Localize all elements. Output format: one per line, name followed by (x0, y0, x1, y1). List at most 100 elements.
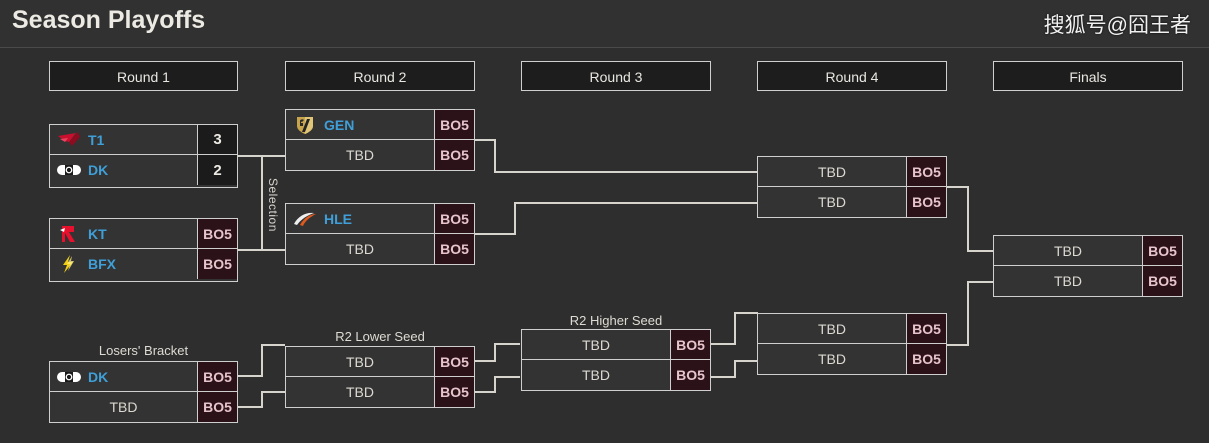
team-name: T1 (88, 131, 105, 148)
team-cell: TBD (994, 236, 1142, 265)
match-row[interactable]: HLE BO5 (286, 204, 474, 234)
team-cell: GEN (286, 110, 434, 139)
score-cell: BO5 (197, 392, 237, 422)
match-finals[interactable]: TBD BO5 TBD BO5 (993, 235, 1183, 297)
match-row[interactable]: KT BO5 (50, 219, 237, 249)
score-cell: BO5 (906, 314, 946, 343)
team-cell: TBD (758, 344, 906, 374)
match-losers-m1[interactable]: DK BO5 TBD BO5 (49, 361, 238, 423)
team-name: TBD (818, 194, 846, 210)
score-cell: BO5 (434, 140, 474, 170)
team-name: DK (88, 368, 109, 385)
round-header-3[interactable]: Round 3 (521, 61, 711, 91)
team-name: TBD (109, 399, 138, 415)
bfx-logo (56, 253, 82, 275)
match-r1-m1[interactable]: T1 3 DK 2 (49, 124, 238, 188)
team-cell: DK (50, 362, 197, 391)
score-cell: BO5 (1142, 266, 1182, 296)
team-cell: TBD (50, 392, 197, 422)
dk-logo (56, 366, 82, 388)
team-cell: TBD (286, 347, 434, 376)
kt-logo (56, 223, 82, 245)
team-name: TBD (818, 163, 846, 180)
team-cell: TBD (286, 140, 434, 170)
team-name: GEN (324, 116, 355, 133)
match-row[interactable]: TBD BO5 (522, 360, 710, 390)
score-cell: BO5 (906, 344, 946, 374)
team-name: KT (88, 225, 107, 242)
team-name: TBD (346, 147, 374, 163)
match-row[interactable]: TBD BO5 (758, 157, 946, 187)
round-header-finals[interactable]: Finals (993, 61, 1183, 91)
match-row[interactable]: TBD BO5 (994, 236, 1182, 266)
team-cell: KT (50, 219, 197, 248)
score-cell: BO5 (1142, 236, 1182, 265)
round-header-2[interactable]: Round 2 (285, 61, 475, 91)
team-cell: TBD (286, 377, 434, 407)
score-cell: BO5 (197, 219, 237, 248)
match-row[interactable]: TBD BO5 (522, 330, 710, 360)
match-row[interactable]: TBD BO5 (286, 140, 474, 170)
r2-higher-seed-label: R2 Higher Seed (569, 313, 663, 328)
page-title: Season Playoffs (12, 6, 206, 34)
score-cell: 3 (197, 125, 237, 154)
score-cell: BO5 (197, 249, 237, 279)
team-cell: DK (50, 155, 197, 185)
score-cell: BO5 (670, 330, 710, 359)
round-header-1[interactable]: Round 1 (49, 61, 238, 91)
team-name: TBD (582, 336, 610, 353)
r2-lower-seed-label: R2 Lower Seed (335, 329, 425, 344)
gen-logo (292, 114, 318, 136)
team-cell: BFX (50, 249, 197, 279)
match-row[interactable]: TBD BO5 (758, 314, 946, 344)
match-row[interactable]: TBD BO5 (758, 187, 946, 217)
team-name: TBD (1054, 273, 1082, 289)
round-header-4[interactable]: Round 4 (757, 61, 947, 91)
team-cell: TBD (758, 314, 906, 343)
match-row[interactable]: T1 3 (50, 125, 237, 155)
match-r2-higher-seed[interactable]: TBD BO5 TBD BO5 (521, 329, 711, 391)
score-cell: BO5 (906, 187, 946, 217)
team-cell: TBD (522, 360, 670, 390)
match-row[interactable]: TBD BO5 (994, 266, 1182, 296)
score-cell: BO5 (434, 110, 474, 139)
team-name: TBD (1054, 242, 1082, 259)
match-r2-lower-seed[interactable]: TBD BO5 TBD BO5 (285, 346, 475, 408)
match-row[interactable]: BFX BO5 (50, 249, 237, 279)
team-cell: TBD (522, 330, 670, 359)
dk-logo (56, 159, 82, 181)
team-name: TBD (818, 320, 846, 337)
score-cell: BO5 (670, 360, 710, 390)
watermark-text: 搜狐号@囧王者 (1043, 14, 1191, 37)
match-r2-m2[interactable]: HLE BO5 TBD BO5 (285, 203, 475, 265)
match-r1-m2[interactable]: KT BO5 BFX BO5 (49, 218, 238, 282)
match-row[interactable]: DK 2 (50, 155, 237, 185)
score-cell: BO5 (197, 362, 237, 391)
match-row[interactable]: DK BO5 (50, 362, 237, 392)
team-cell: TBD (758, 157, 906, 186)
score-cell: BO5 (434, 377, 474, 407)
team-cell: T1 (50, 125, 197, 154)
match-row[interactable]: TBD BO5 (286, 377, 474, 407)
page-header: Season Playoffs 搜狐号@囧王者 (0, 0, 1209, 48)
match-r4-lower[interactable]: TBD BO5 TBD BO5 (757, 313, 947, 375)
t1-logo (56, 129, 82, 151)
losers-bracket-label: Losers' Bracket (98, 343, 189, 358)
team-cell: TBD (758, 187, 906, 217)
score-cell: BO5 (434, 347, 474, 376)
match-row[interactable]: TBD BO5 (286, 234, 474, 264)
team-cell: TBD (994, 266, 1142, 296)
hle-logo (292, 208, 318, 230)
team-cell: HLE (286, 204, 434, 233)
score-cell: BO5 (434, 204, 474, 233)
match-row[interactable]: TBD BO5 (758, 344, 946, 374)
score-cell: 2 (197, 155, 237, 185)
match-row[interactable]: GEN BO5 (286, 110, 474, 140)
match-row[interactable]: TBD BO5 (286, 347, 474, 377)
match-r2-m1[interactable]: GEN BO5 TBD BO5 (285, 109, 475, 171)
match-r4-upper[interactable]: TBD BO5 TBD BO5 (757, 156, 947, 218)
match-row[interactable]: TBD BO5 (50, 392, 237, 422)
selection-label: Selection (266, 178, 280, 232)
team-name: TBD (582, 367, 610, 383)
